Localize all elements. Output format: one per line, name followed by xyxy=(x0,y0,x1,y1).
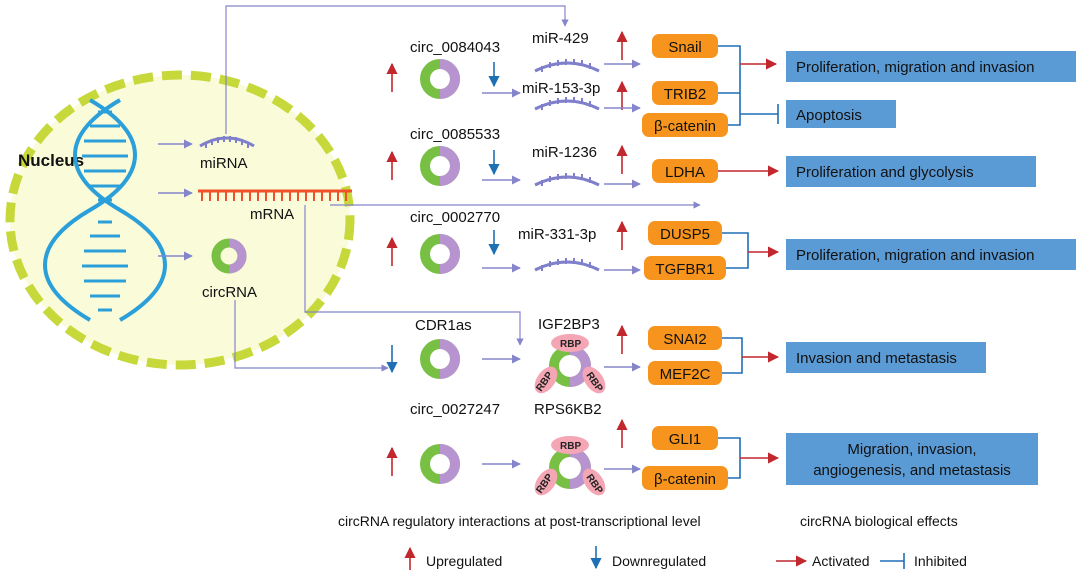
mirna-icons xyxy=(534,59,600,272)
effect-box-5 xyxy=(786,342,986,373)
mir331-label: miR-331-3p xyxy=(518,226,596,243)
connectors xyxy=(225,5,701,372)
mirna-icon xyxy=(199,136,255,148)
effect-box-6 xyxy=(786,433,1038,485)
legend-inhibited-label: Inhibited xyxy=(914,553,967,569)
dna-helix-icon xyxy=(43,98,167,322)
mrna-to-igf2bp3-connector xyxy=(304,205,524,346)
circrna-rings xyxy=(420,59,460,484)
legend-down-label: Downregulated xyxy=(612,553,706,569)
gene-box-mef2c xyxy=(648,361,722,385)
gene-mef2c-label: MEF2C xyxy=(660,366,711,383)
mir1236-label: miR-1236 xyxy=(532,144,597,161)
effect-box-3 xyxy=(786,156,1036,187)
rps6kb2-rbp-complex: RBP RBP RBP xyxy=(534,436,606,496)
effect-apoptosis-label: Apoptosis xyxy=(796,107,862,124)
mir429-label: miR-429 xyxy=(532,30,589,47)
svg-text:RBP: RBP xyxy=(560,339,581,350)
gene-tgfbr1-label: TGFBR1 xyxy=(655,261,714,278)
gene-brackets xyxy=(718,45,780,479)
gene-box-gli1 xyxy=(652,426,718,450)
mirna-label: miRNA xyxy=(200,155,248,172)
effect-5-label: Invasion and metastasis xyxy=(796,350,957,367)
gene-snail-label: Snail xyxy=(668,39,701,56)
circ-0002770-ring-icon xyxy=(420,234,460,274)
circ-0084043-ring-icon xyxy=(420,59,460,99)
gene-box-ldha xyxy=(652,159,718,183)
circ-0084043-label: circ_0084043 xyxy=(410,39,500,56)
effect-3-label: Proliferation and glycolysis xyxy=(796,164,974,181)
target-to-gene-arrows xyxy=(604,59,641,474)
mir331-icon xyxy=(534,258,600,272)
nucleus-membrane xyxy=(5,70,355,370)
rps6kb2-label: RPS6KB2 xyxy=(534,401,602,418)
gene-box-tgfbr1 xyxy=(644,256,726,280)
effect-4-label: Proliferation, migration and invasion xyxy=(796,247,1034,264)
circrna-to-cdr1as-connector xyxy=(234,300,389,372)
gene-boxes: Snail TRIB2 β-catenin LDHA DUSP5 TGFBR1 … xyxy=(642,34,728,490)
circ-0027247-label: circ_0027247 xyxy=(410,401,500,418)
nucleus-label: Nucleus xyxy=(18,151,84,170)
gene-snai2-label: SNAI2 xyxy=(663,331,706,348)
cdr1as-label: CDR1as xyxy=(415,317,472,334)
effect-boxes: Proliferation, migration and invasion Ap… xyxy=(786,51,1076,485)
circ-0085533-ring-icon xyxy=(420,146,460,186)
effect-box-4 xyxy=(786,239,1076,270)
gene-box-dusp5 xyxy=(648,221,722,245)
mir429-icon xyxy=(534,59,600,73)
gene-gli1-label: GLI1 xyxy=(669,431,702,448)
cdr1as-ring-icon xyxy=(420,339,460,379)
svg-text:RBP: RBP xyxy=(560,441,581,452)
gene-box-trib2 xyxy=(652,81,718,105)
circrna-icon xyxy=(211,238,247,274)
mrna-icon xyxy=(198,189,352,201)
effect-box-apoptosis xyxy=(786,100,896,128)
circ-0027247-ring-icon xyxy=(420,444,460,484)
mir153-icon xyxy=(534,97,600,111)
legend: Upregulated Downregulated Activated Inhi… xyxy=(404,546,967,570)
circ-0085533-label: circ_0085533 xyxy=(410,126,500,143)
gene-trib2-label: TRIB2 xyxy=(664,86,707,103)
gene-beta-catenin-2-label: β-catenin xyxy=(654,471,716,488)
circ-0002770-label: circ_0002770 xyxy=(410,209,500,226)
gene-beta-catenin-label: β-catenin xyxy=(654,118,716,135)
gene-box-beta-catenin xyxy=(642,113,728,137)
effect-box-1 xyxy=(786,51,1076,82)
mirna-to-mir429-connector xyxy=(225,5,569,134)
legend-activated-label: Activated xyxy=(812,553,870,569)
gene-box-beta-catenin-2 xyxy=(642,466,728,490)
caption-left: circRNA regulatory interactions at post-… xyxy=(338,513,701,529)
effect-6-line2: angiogenesis, and metastasis xyxy=(813,462,1011,479)
mir153-label: miR-153-3p xyxy=(522,80,600,97)
gene-box-snail xyxy=(652,34,718,58)
effect-1-label: Proliferation, migration and invasion xyxy=(796,59,1034,76)
gene-ldha-label: LDHA xyxy=(665,164,705,181)
effect-6-line1: Migration, invasion, xyxy=(847,441,976,458)
circrna-to-target-arrows xyxy=(482,88,521,469)
gene-box-snai2 xyxy=(648,326,722,350)
mir1236-icon xyxy=(534,173,600,187)
igf2bp3-label: IGF2BP3 xyxy=(538,316,600,333)
gene-dusp5-label: DUSP5 xyxy=(660,226,710,243)
igf2bp3-rbp-complex: RBP RBP RBP xyxy=(534,334,606,394)
caption-right: circRNA biological effects xyxy=(800,513,958,529)
nucleus: Nucleus xyxy=(5,70,355,370)
legend-up-label: Upregulated xyxy=(426,553,502,569)
mrna-label: mRNA xyxy=(250,206,294,223)
circrna-label: circRNA xyxy=(202,284,257,301)
